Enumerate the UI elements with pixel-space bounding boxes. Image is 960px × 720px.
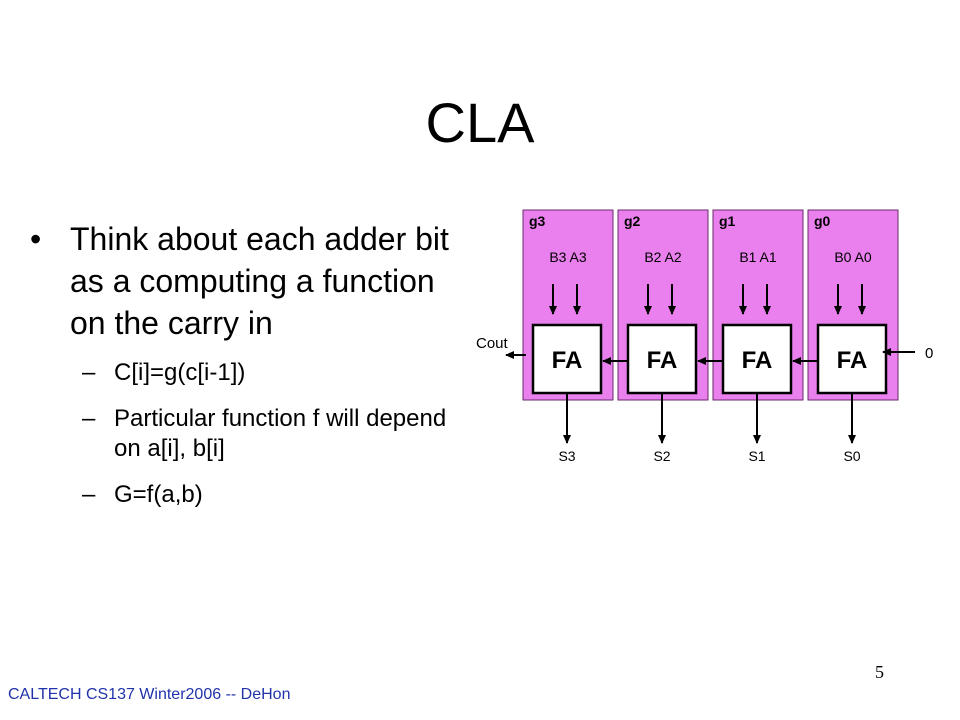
sub-bullet-item: – C[i]=g(c[i-1]) [82, 358, 460, 388]
adder-cell: g0 B0 A0 FA S0 [792, 209, 899, 464]
cell-inputs-label: B0 A0 [834, 249, 872, 265]
sub-bullet-item: – G=f(a,b) [82, 480, 460, 510]
slide-title: CLA [425, 91, 535, 154]
dash-icon: – [82, 405, 96, 432]
sub-bullet-text: G=f(a,b) [114, 481, 203, 508]
dash-icon: – [82, 481, 96, 508]
carry-out-label: Cout [476, 335, 509, 352]
page-number: 5 [875, 662, 884, 682]
bullet-list: • Think about each adder bit as a comput… [30, 218, 460, 526]
sum-label: S2 [653, 448, 670, 464]
carry-in-label: 0 [925, 345, 933, 362]
cell-label: g1 [719, 213, 736, 229]
cell-inputs-label: B2 A2 [644, 249, 682, 265]
sub-bullet-item: – Particular function f will depend on a… [82, 404, 460, 464]
cell-label: g3 [529, 213, 546, 229]
cells-layer: g3 B3 A3 FA S3 g2 B2 A2 FA S2 g1 B1 A1 FA S1 g0 B0 A0… [522, 209, 899, 464]
fa-block [531, 323, 603, 395]
adder-cell: g1 B1 A1 FA S1 [697, 209, 804, 464]
fa-label: FA [552, 347, 583, 374]
fa-label: FA [837, 347, 868, 374]
sub-bullet-list: – C[i]=g(c[i-1]) – Particular function f… [30, 358, 460, 510]
dash-icon: – [82, 359, 96, 386]
cell-inputs-label: B3 A3 [549, 249, 587, 265]
ripple-adder-diagram: g3 B3 A3 FA S3 g2 B2 A2 FA S2 g1 B1 A1 FA S1 g0 B0 A0… [476, 209, 933, 464]
bullet-item: • Think about each adder bit as a comput… [30, 218, 460, 344]
footer-text: CALTECH CS137 Winter2006 -- DeHon [8, 686, 291, 703]
sum-label: S3 [558, 448, 575, 464]
sum-label: S1 [748, 448, 765, 464]
adder-cell: g2 B2 A2 FA S2 [602, 209, 709, 464]
fa-block [816, 323, 888, 395]
adder-cell: g3 B3 A3 FA S3 [522, 209, 614, 464]
fa-label: FA [647, 347, 678, 374]
cell-inputs-label: B1 A1 [739, 249, 777, 265]
bullet-dot-icon: • [30, 221, 42, 257]
sub-bullet-text: C[i]=g(c[i-1]) [114, 359, 246, 386]
bullet-text: Think about each adder bit as a computin… [70, 221, 449, 341]
cell-label: g2 [624, 213, 641, 229]
fa-label: FA [742, 347, 773, 374]
sub-bullet-text: Particular function f will depend on a[i… [114, 405, 447, 462]
fa-block [626, 323, 698, 395]
cell-label: g0 [814, 213, 831, 229]
sum-label: S0 [843, 448, 860, 464]
